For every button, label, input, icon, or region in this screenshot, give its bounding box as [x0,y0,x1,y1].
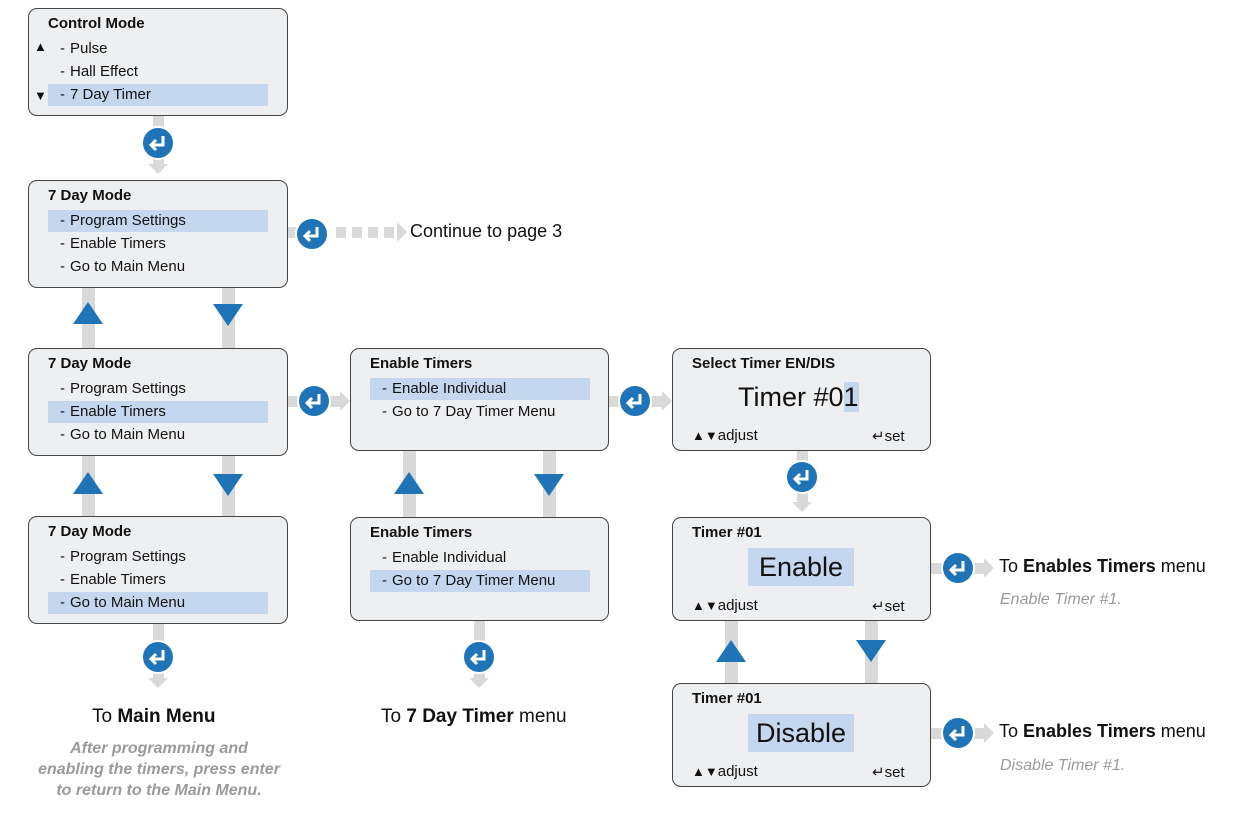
enable-timers-screen-1: Enable Timers -Enable Individual -Go to … [350,348,609,451]
arrow-down-icon [792,502,812,512]
timer-value[interactable]: Timer #01 [738,382,859,412]
up-down-icon: ▲▼ [692,764,718,779]
enter-icon[interactable] [941,716,975,750]
menu-item[interactable]: -Hall Effect [60,63,139,80]
enter-icon[interactable] [618,384,652,418]
enable-note: Enable Timer #1. [1000,591,1122,608]
arrow-right-icon [662,391,672,411]
down-arrow-icon[interactable] [213,304,243,326]
menu-item-selected[interactable]: -Go to Main Menu [48,592,268,614]
menu-item[interactable]: -Pulse [60,40,108,57]
enter-icon[interactable] [141,126,175,160]
screen-title: Enable Timers [370,524,473,541]
up-arrow-icon[interactable] [394,472,424,494]
scroll-down-icon: ▼ [34,88,47,103]
dashed-connector [368,227,378,238]
enter-icon[interactable] [785,460,819,494]
down-arrow-icon[interactable] [534,474,564,496]
timer-menu-label: To 7 Day Timer menu [381,706,567,727]
arrow-right-icon [984,723,994,743]
adjust-hint: ▲▼adjust [692,763,758,780]
screen-title: Timer #01 [692,524,762,541]
enter-icon[interactable] [295,217,329,251]
continue-label: Continue to page 3 [410,221,563,241]
up-down-icon: ▲▼ [692,598,718,613]
enter-icon[interactable] [141,640,175,674]
menu-item-selected[interactable]: -Go to 7 Day Timer Menu [370,570,590,592]
menu-item[interactable]: -Enable Individual [382,549,507,566]
menu-item-selected[interactable]: -7 Day Timer [48,84,268,106]
up-arrow-icon[interactable] [73,302,103,324]
control-mode-screen: Control Mode ▲ ▼ -Pulse -Hall Effect -7 … [28,8,288,116]
up-arrow-icon[interactable] [73,472,103,494]
enter-icon[interactable] [941,551,975,585]
arrow-down-icon [469,678,489,688]
adjust-hint: ▲▼adjust [692,597,758,614]
select-timer-screen: Select Timer EN/DIS Timer #01 ▲▼adjust ↵… [672,348,931,451]
screen-title: 7 Day Mode [48,355,132,372]
down-arrow-icon[interactable] [856,640,886,662]
day-mode-screen-1: 7 Day Mode -Program Settings -Enable Tim… [28,180,288,288]
screen-title: Select Timer EN/DIS [692,355,836,372]
timer-disable-screen: Timer #01 Disable ▲▼adjust ↵set [672,683,931,787]
enable-timers-screen-2: Enable Timers -Enable Individual -Go to … [350,517,609,621]
up-down-icon: ▲▼ [692,428,718,443]
return-icon: ↵ [872,764,885,781]
menu-item-selected[interactable]: -Enable Timers [48,401,268,423]
dashed-connector [352,227,362,238]
timer-enable-screen: Timer #01 Enable ▲▼adjust ↵set [672,517,931,621]
day-mode-screen-2: 7 Day Mode -Program Settings -Enable Tim… [28,348,288,456]
set-hint: ↵set [872,598,905,615]
arrow-right-icon [340,391,350,411]
menu-item[interactable]: -Go to Main Menu [60,426,186,443]
menu-item[interactable]: -Enable Timers [60,571,166,588]
enable-label: To Enables Timers menu [999,556,1206,576]
menu-item[interactable]: -Program Settings [60,548,186,565]
return-icon: ↵ [872,598,885,615]
arrow-right-icon [984,558,994,578]
arrow-down-icon [148,164,168,174]
disable-note: Disable Timer #1. [1000,757,1126,774]
enter-icon[interactable] [462,640,496,674]
disable-label: To Enables Timers menu [999,721,1206,741]
screen-title: Timer #01 [692,690,762,707]
dashed-connector [336,227,346,238]
up-arrow-icon[interactable] [716,640,746,662]
return-icon: ↵ [872,428,885,445]
enter-icon[interactable] [297,384,331,418]
scroll-up-icon: ▲ [34,39,47,54]
set-hint: ↵set [872,764,905,781]
screen-title: 7 Day Mode [48,523,132,540]
main-menu-label: To Main Menu [92,706,216,727]
dashed-connector [384,227,394,238]
menu-item[interactable]: -Program Settings [60,380,186,397]
screen-title: Control Mode [48,15,145,32]
screen-title: 7 Day Mode [48,187,132,204]
menu-item-selected[interactable]: -Enable Individual [370,378,590,400]
arrow-down-icon [148,678,168,688]
arrow-right-icon [397,222,407,242]
enable-value[interactable]: Enable [748,548,854,586]
disable-value[interactable]: Disable [748,714,854,752]
screen-title: Enable Timers [370,355,473,372]
menu-item-selected[interactable]: -Program Settings [48,210,268,232]
menu-item[interactable]: -Go to 7 Day Timer Menu [382,403,556,420]
day-mode-screen-3: 7 Day Mode -Program Settings -Enable Tim… [28,516,288,624]
set-hint: ↵set [872,428,905,445]
main-menu-note: After programming and enabling the timer… [38,740,280,799]
down-arrow-icon[interactable] [213,474,243,496]
menu-item[interactable]: -Go to Main Menu [60,258,186,275]
adjust-hint: ▲▼adjust [692,427,758,444]
menu-item[interactable]: -Enable Timers [60,235,166,252]
